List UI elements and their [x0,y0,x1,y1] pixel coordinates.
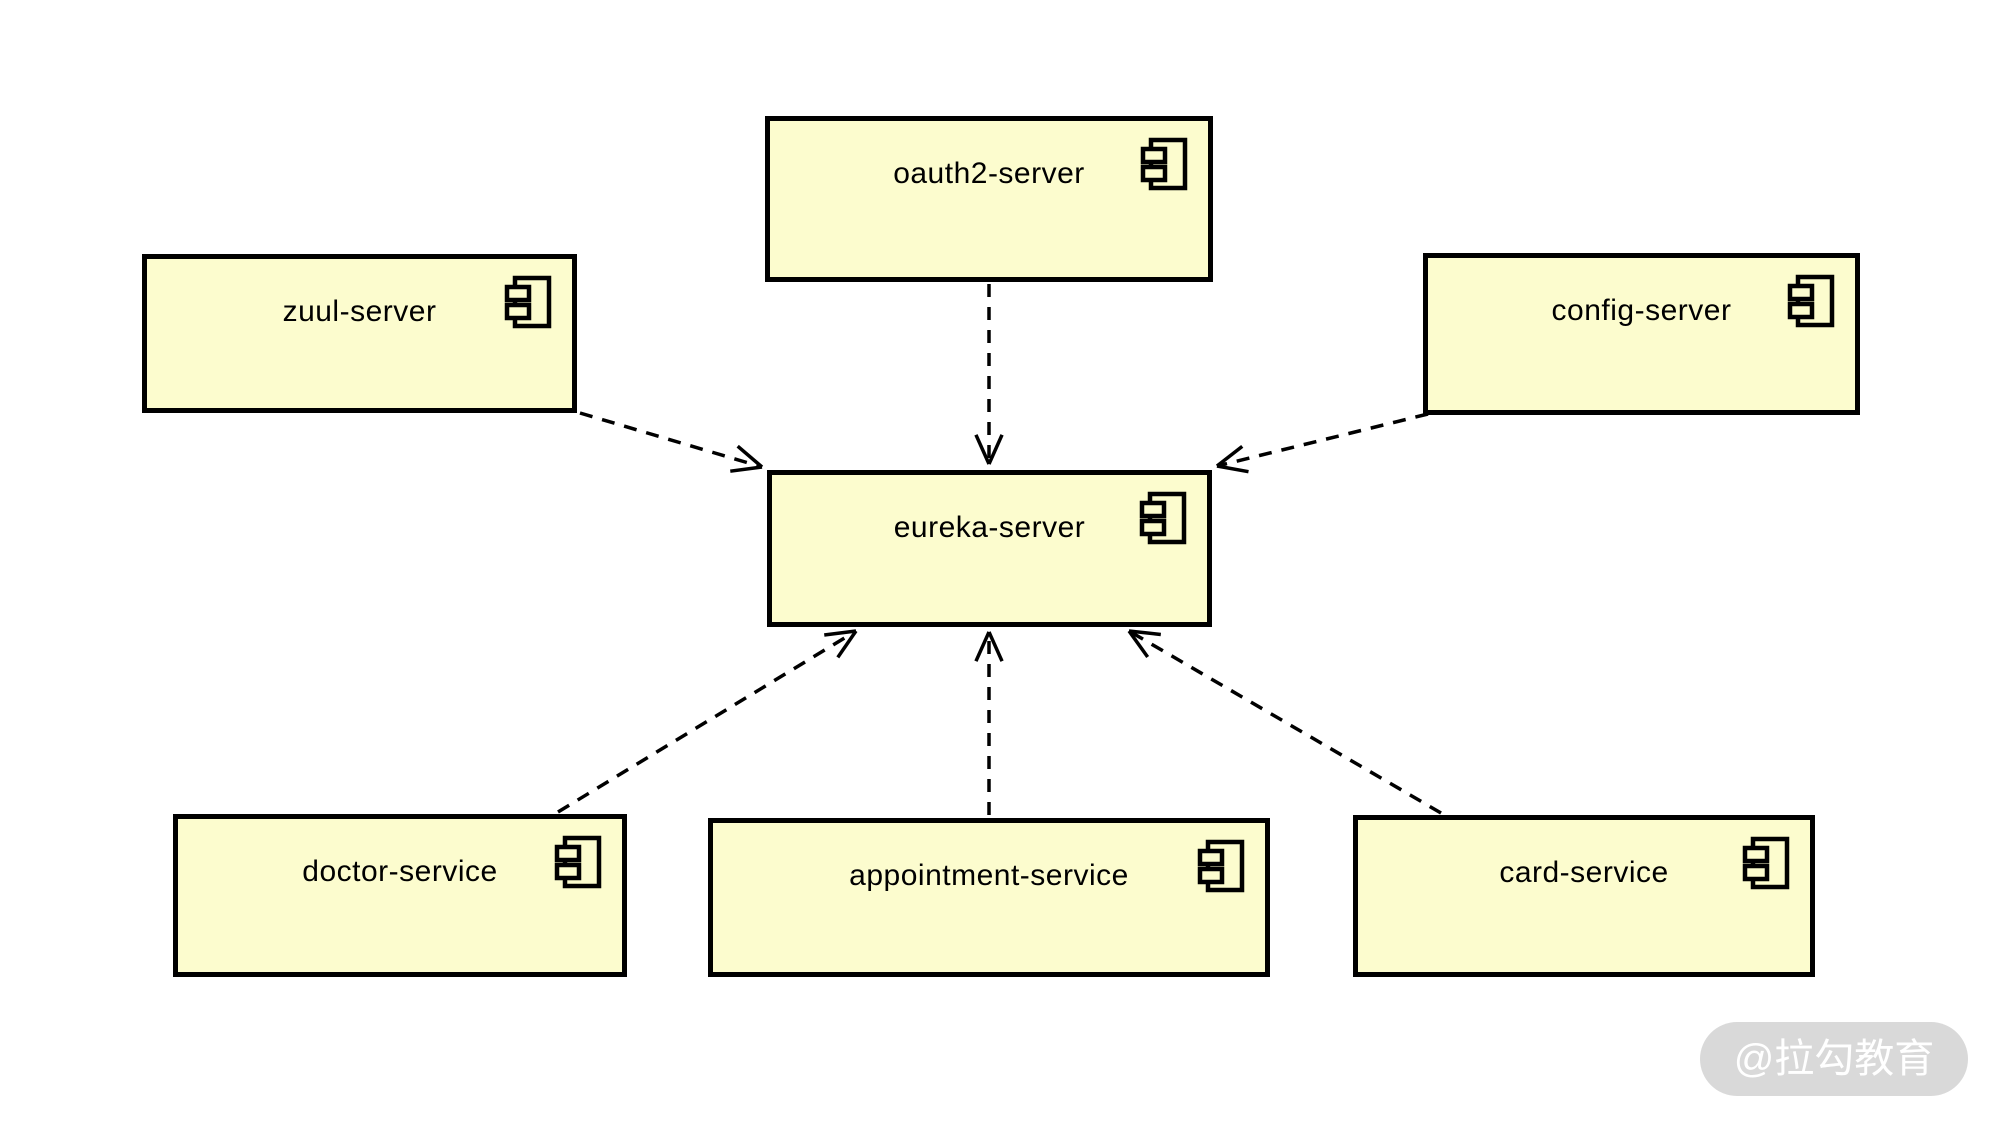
uml-component-icon [554,835,602,889]
component-label: appointment-service [849,859,1129,892]
dependency-edge-config-server-to-eureka-server [1215,412,1429,474]
watermark-text: @拉勾教育 [1733,1037,1935,1081]
component-appointment-service: appointment-service [708,818,1270,977]
uml-component-icon [1787,274,1835,328]
component-label: eureka-server [893,511,1086,544]
component-oauth2-server: oauth2-server [765,116,1213,282]
component-label: card-service [1499,856,1669,889]
uml-component-icon [1742,836,1790,890]
uml-component-icon [1139,491,1187,545]
component-label: zuul-server [282,295,437,328]
component-label: oauth2-server [893,157,1085,190]
component-card-service: card-service [1353,815,1815,977]
dependency-edge-oauth2-server-to-eureka-server [974,284,1004,465]
dependency-edge-appointment-service-to-eureka-server [974,631,1004,815]
component-eureka-server: eureka-server [767,470,1212,627]
dependency-edge-card-service-to-eureka-server [1127,629,1442,815]
uml-component-icon [1140,137,1188,191]
component-zuul-server: zuul-server [142,254,577,413]
component-label: doctor-service [302,855,498,888]
dependency-edge-zuul-server-to-eureka-server [579,411,764,473]
uml-component-icon [1197,839,1245,893]
component-doctor-service: doctor-service [173,814,627,977]
watermark-badge: @拉勾教育 [1700,1022,1968,1096]
component-config-server: config-server [1423,253,1860,415]
dependency-edge-doctor-service-to-eureka-server [557,629,858,814]
uml-component-icon [504,275,552,329]
component-label: config-server [1551,294,1732,327]
